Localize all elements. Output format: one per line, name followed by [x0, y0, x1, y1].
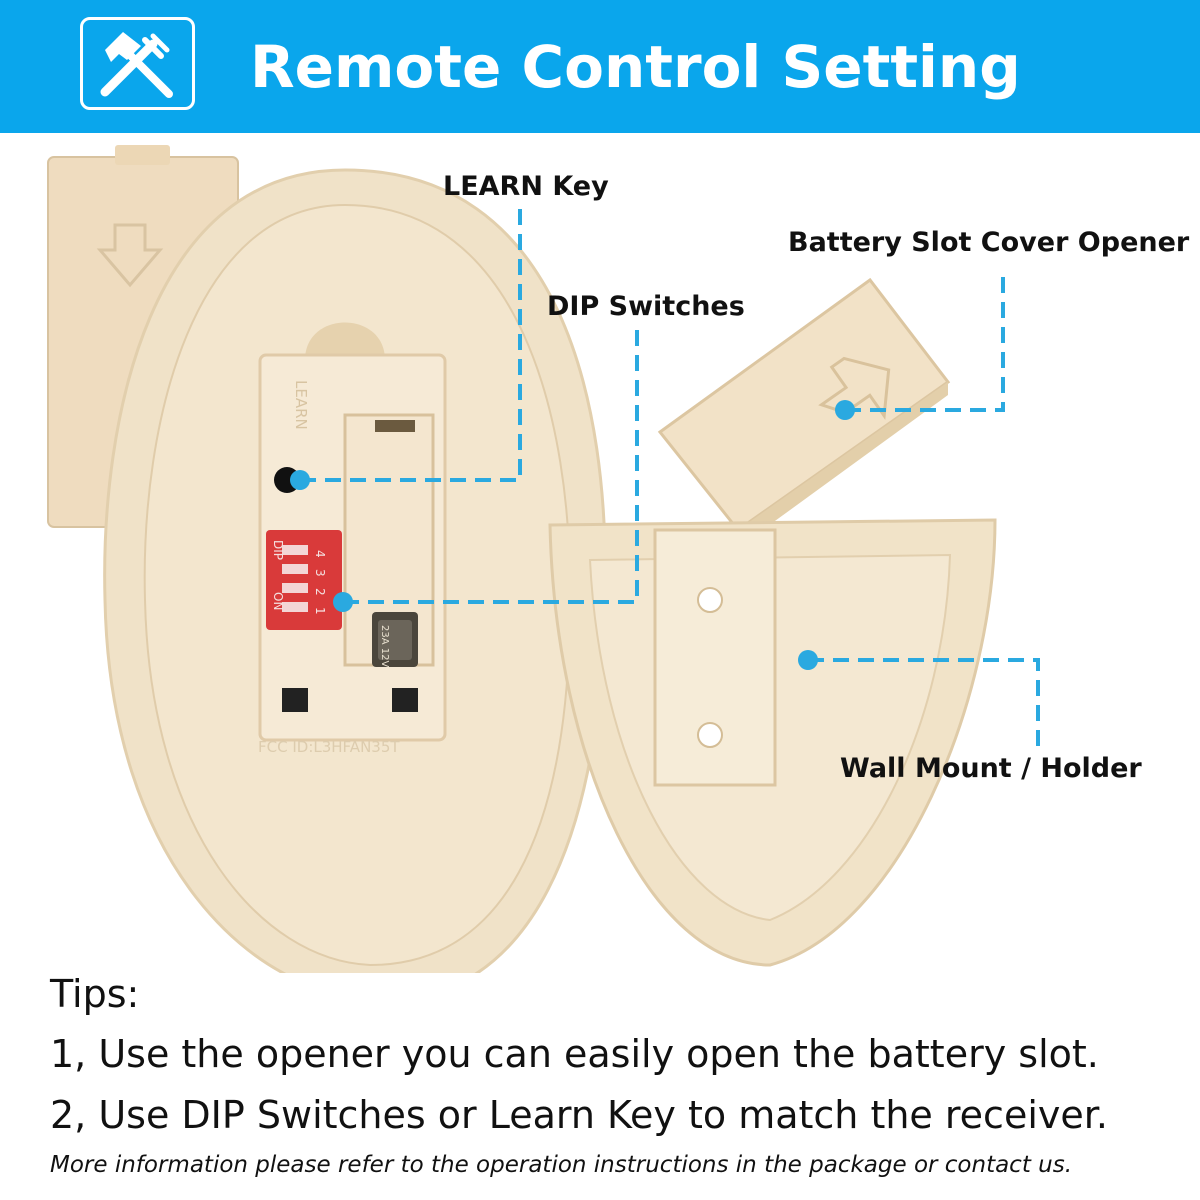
fcc-text: FCC ID:L3HFAN35T	[258, 738, 400, 756]
tip-line-1: 1, Use the opener you can easily open th…	[50, 1032, 1099, 1076]
remote-dip-text: DIP	[271, 540, 285, 560]
page-title: Remote Control Setting	[250, 33, 1021, 101]
header-banner: Remote Control Setting	[0, 0, 1200, 133]
tips-heading: Tips:	[50, 972, 140, 1016]
wall-mount-label: Wall Mount / Holder	[840, 753, 1142, 784]
remote-on-text: ON	[271, 592, 285, 610]
battery-text: 23A 12V	[379, 625, 390, 667]
callout-dots	[290, 400, 855, 670]
learn-key-label: LEARN Key	[443, 171, 609, 202]
dip-number-2: 2	[313, 588, 327, 596]
callout-lines	[300, 205, 1040, 750]
dip-number-1: 1	[313, 607, 327, 615]
remote-body	[103, 168, 607, 973]
battery-cover-label: Battery Slot Cover Opener	[788, 227, 1190, 258]
wall-mount	[548, 518, 997, 967]
dip-number-4: 4	[313, 550, 327, 558]
remote-learn-text: LEARN	[292, 380, 310, 430]
tools-icon	[80, 17, 195, 110]
tip-line-2: 2, Use DIP Switches or Learn Key to matc…	[50, 1093, 1108, 1137]
battery-cover-opener	[657, 277, 951, 545]
tips-note: More information please refer to the ope…	[50, 1152, 1073, 1178]
product-illustration: LEARN DIP ON 1 2 3 4 23A 12V FCC ID:L3HF…	[47, 145, 1040, 973]
dip-switches-label: DIP Switches	[547, 291, 745, 322]
dip-number-3: 3	[313, 569, 327, 577]
